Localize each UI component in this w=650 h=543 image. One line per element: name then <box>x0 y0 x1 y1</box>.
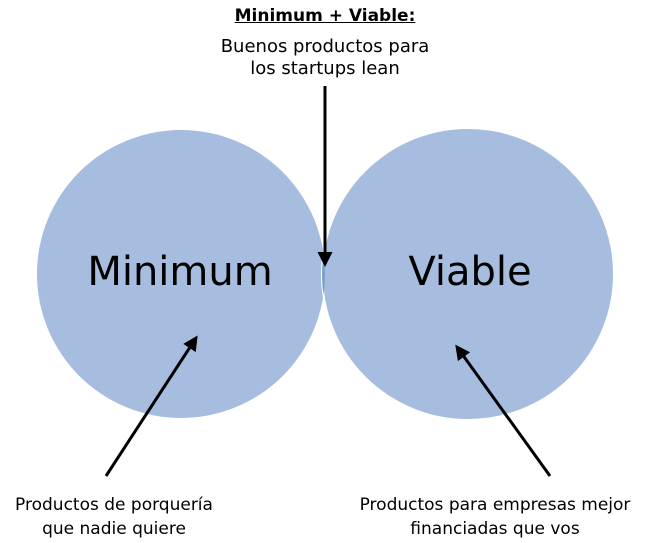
minimum-caption-line-1: Productos de porquería <box>15 495 213 515</box>
diagram-title: Minimum + Viable: <box>234 6 416 26</box>
minimum-circle <box>37 130 325 418</box>
overlap-caption-line-1: Buenos productos para <box>220 36 430 57</box>
viable-label: Viable <box>408 249 532 295</box>
arrow-up-left-icon <box>104 335 198 477</box>
overlap-caption: Buenos productos para los startups lean <box>175 36 475 80</box>
viable-caption: Productos para empresas mejor financiada… <box>340 493 650 541</box>
minimum-caption-line-2: que nadie quiere <box>42 519 186 539</box>
viable-caption-line-2: financiadas que vos <box>410 519 580 539</box>
minimum-label: Minimum <box>87 249 273 295</box>
arrow-up-right-icon <box>455 344 552 477</box>
overlap-caption-line-2: los startups lean <box>250 58 400 79</box>
viable-caption-line-1: Productos para empresas mejor <box>359 495 631 515</box>
minimum-caption: Productos de porquería que nadie quiere <box>0 493 228 541</box>
